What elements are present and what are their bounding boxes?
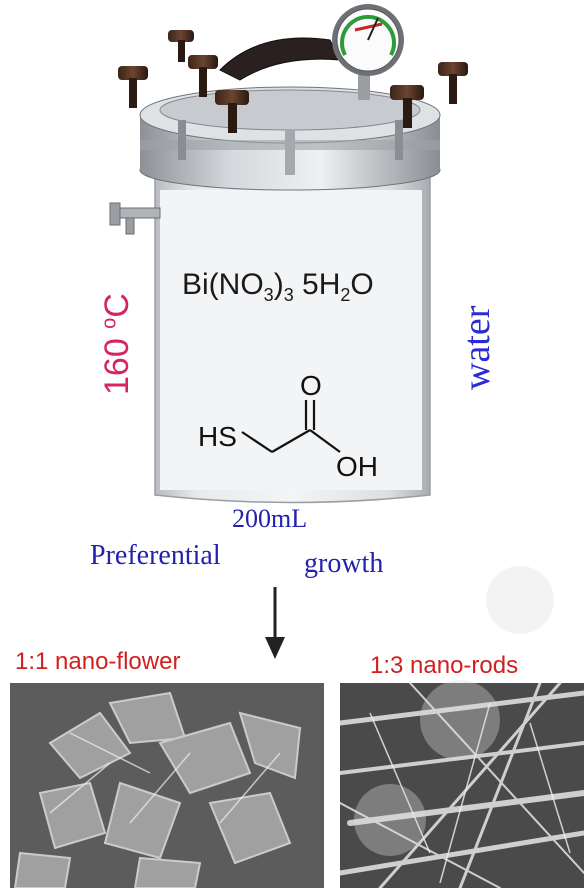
formula-subscript: 2 xyxy=(340,285,351,305)
temperature-unit: C xyxy=(98,293,136,318)
nano-rods-sem-image xyxy=(340,683,584,888)
formula-part: Bi(NO xyxy=(182,268,264,301)
molecule-o-label: O xyxy=(300,370,322,401)
temperature-label: 160 oC xyxy=(98,293,137,395)
temperature-degree: o xyxy=(98,317,121,329)
right-result-caption: 1:3 nano-rods xyxy=(370,652,519,679)
vessel-body xyxy=(154,174,431,504)
molecule-hs-label: HS xyxy=(198,421,237,452)
formula-part: O xyxy=(350,268,374,301)
nano-flower-sem-image xyxy=(10,683,324,888)
precursor-formula: Bi(NO3)3 5H2O xyxy=(182,268,374,306)
formula-part: 5H xyxy=(293,268,341,301)
process-label-left: Preferential xyxy=(90,540,221,571)
side-valve xyxy=(109,202,161,235)
molecule-oh-label: OH xyxy=(336,451,378,482)
lid-handle xyxy=(219,37,341,81)
vessel-lid xyxy=(139,86,441,191)
formula-subscript: 3 xyxy=(263,285,274,305)
down-arrow-icon xyxy=(265,587,285,659)
formula-subscript: 3 xyxy=(283,285,294,305)
temperature-value: 160 xyxy=(98,328,136,395)
process-label-right: growth xyxy=(304,548,384,579)
formula-part: ) xyxy=(273,268,284,301)
pressure-gauge xyxy=(332,4,404,100)
clamp-knobs xyxy=(118,30,468,133)
left-result-caption: 1:1 nano-flower xyxy=(15,648,181,675)
autoclave-illustration: HS O OH xyxy=(109,4,468,504)
solvent-label: water xyxy=(456,305,498,390)
volume-label: 200mL xyxy=(232,504,308,533)
thioglycolic-acid-structure: HS O OH xyxy=(198,370,378,482)
